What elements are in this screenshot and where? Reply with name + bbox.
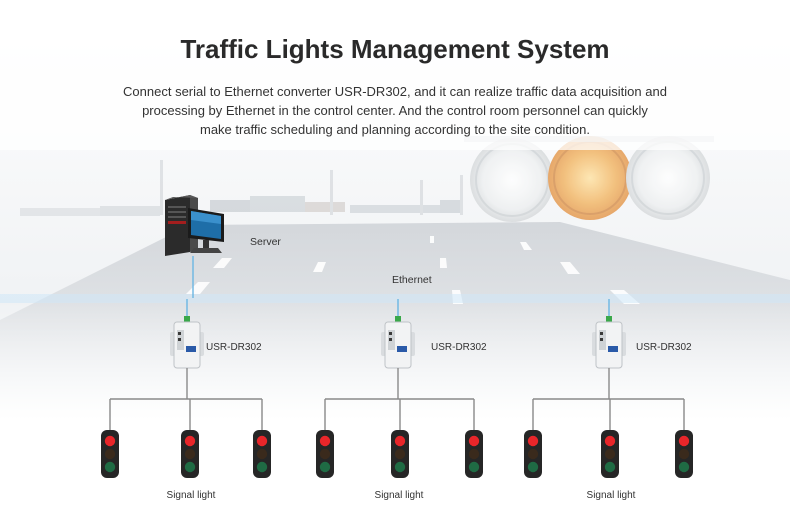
signal-light-yellow [256, 448, 268, 460]
signal-light-red [604, 435, 616, 447]
description-line-1: Connect serial to Ethernet converter USR… [123, 84, 667, 99]
signal-light-green [104, 461, 116, 473]
device-connector [184, 316, 190, 324]
signal-light-green [604, 461, 616, 473]
signal-light-yellow [604, 448, 616, 460]
signal-light-green [527, 461, 539, 473]
signal-light-green [468, 461, 480, 473]
signal-light-green [256, 461, 268, 473]
signal-light-red [184, 435, 196, 447]
signal-light-label: Signal light [166, 490, 216, 501]
ethernet-label: Ethernet [392, 274, 432, 286]
device-label: USR-DR302 [636, 342, 692, 353]
description-line-2: processing by Ethernet in the control ce… [142, 103, 648, 118]
device-connector [606, 316, 612, 324]
server-icon [165, 195, 224, 256]
device-led [389, 338, 392, 341]
devices-layer [101, 299, 693, 478]
signal-light-yellow [678, 448, 690, 460]
signal-light-yellow [527, 448, 539, 460]
page-title: Traffic Lights Management System [180, 34, 610, 64]
signal-light-red [256, 435, 268, 447]
device-connector [395, 316, 401, 324]
description-line-3: make traffic scheduling and planning acc… [199, 122, 590, 137]
signal-light-red [104, 435, 116, 447]
signal-light-green [184, 461, 196, 473]
signal-light-red [394, 435, 406, 447]
signal-light-green [319, 461, 331, 473]
device-led [600, 338, 603, 341]
server-label: Server [250, 236, 281, 248]
device-led [178, 338, 181, 341]
signal-light-red [468, 435, 480, 447]
signal-light-yellow [104, 448, 116, 460]
device-logo [186, 346, 196, 352]
signal-light-yellow [394, 448, 406, 460]
device-led [600, 332, 603, 335]
signal-light-label: Signal light [586, 490, 636, 501]
signal-light-yellow [184, 448, 196, 460]
signal-light-yellow [319, 448, 331, 460]
device-led [178, 332, 181, 335]
device-label: USR-DR302 [431, 342, 487, 353]
device-led [389, 332, 392, 335]
signal-light-label: Signal light [374, 490, 424, 501]
device-logo [608, 346, 618, 352]
signal-light-yellow [468, 448, 480, 460]
signal-light-red [319, 435, 331, 447]
signal-light-red [527, 435, 539, 447]
device-logo [397, 346, 407, 352]
device-label: USR-DR302 [206, 342, 262, 353]
signal-light-red [678, 435, 690, 447]
signal-light-green [394, 461, 406, 473]
signal-light-green [678, 461, 690, 473]
